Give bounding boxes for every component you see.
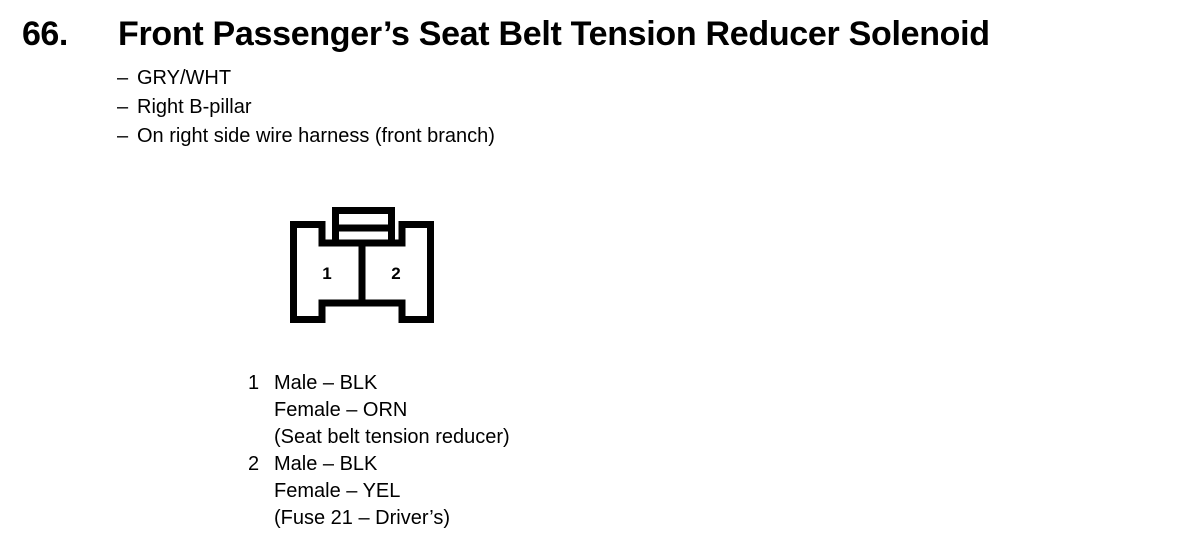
detail-text-location: Right B-pillar (137, 96, 252, 118)
pin-legend: 1 Male – BLK Female – ORN (Seat belt ten… (248, 370, 888, 532)
detail-list: – GRY/WHT – Right B-pillar – On right si… (117, 64, 817, 151)
dash-icon: – (117, 67, 129, 89)
detail-text-harness: On right side wire harness (front branch… (137, 125, 495, 147)
entry-header: 66. Front Passenger’s Seat Belt Tension … (22, 14, 1162, 58)
pin-lines-2: Male – BLK Female – YEL (Fuse 21 – Drive… (274, 451, 450, 532)
pin-index-2: 2 (248, 453, 260, 475)
pin-line-female: Female – ORN (274, 399, 408, 421)
page-title: Front Passenger’s Seat Belt Tension Redu… (118, 15, 990, 53)
cavity-label-1: 1 (322, 264, 331, 283)
detail-item-color: – GRY/WHT (117, 64, 817, 93)
cavity-label-2: 2 (391, 264, 400, 283)
detail-item-location: – Right B-pillar (117, 93, 817, 122)
entry-number: 66. (22, 15, 68, 53)
pin-block-1: 1 Male – BLK Female – ORN (Seat belt ten… (248, 370, 888, 451)
detail-item-harness: – On right side wire harness (front bran… (117, 122, 817, 151)
pin-block-2: 2 Male – BLK Female – YEL (Fuse 21 – Dri… (248, 451, 888, 532)
pin-line-destination: (Seat belt tension reducer) (274, 426, 510, 448)
pin-line-male: Male – BLK (274, 453, 378, 475)
detail-text-color: GRY/WHT (137, 67, 232, 89)
connector-diagram: 1 2 (282, 198, 442, 330)
dash-icon: – (117, 125, 129, 147)
pin-index-1: 1 (248, 372, 260, 394)
pin-line-male: Male – BLK (274, 372, 378, 394)
dash-icon: – (117, 96, 129, 118)
pin-line-destination: (Fuse 21 – Driver’s) (274, 507, 450, 529)
pin-line-female: Female – YEL (274, 480, 401, 502)
connector-outline-icon: 1 2 (290, 207, 434, 323)
pin-lines-1: Male – BLK Female – ORN (Seat belt tensi… (274, 370, 510, 451)
